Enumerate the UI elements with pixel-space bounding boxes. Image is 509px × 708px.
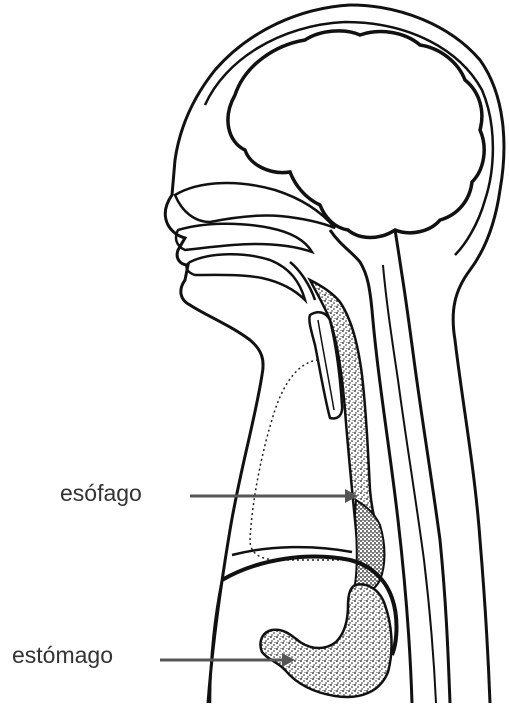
palate (176, 224, 312, 252)
esophagus-label: esófago (60, 482, 142, 505)
stomach (260, 584, 391, 697)
spinal-cord-back (395, 230, 450, 703)
diaphragm-front (232, 547, 352, 555)
head-outline (165, 5, 350, 703)
lung-outline (250, 360, 355, 560)
nasal-cavity (175, 183, 335, 228)
tongue (187, 254, 305, 300)
stomach-label: estómago (12, 644, 113, 667)
brain (228, 31, 484, 238)
esophagus-arrow (190, 489, 358, 503)
